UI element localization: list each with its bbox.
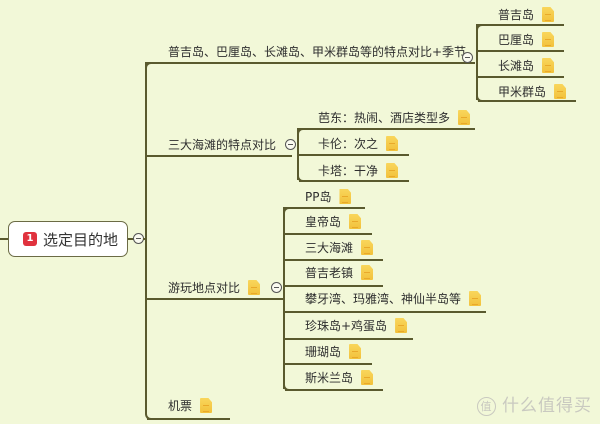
priority-1-icon: 1 <box>23 232 37 246</box>
note-icon[interactable] <box>542 7 555 22</box>
branch-3-child[interactable]: 三大海滩 <box>305 240 374 256</box>
note-icon[interactable] <box>339 189 352 204</box>
branch-3-child[interactable]: 斯米兰岛 <box>305 370 374 386</box>
note-icon[interactable] <box>361 370 374 385</box>
branch-2-label[interactable]: 三大海滩的特点对比 <box>168 138 277 152</box>
watermark: 值什么值得买 <box>477 391 592 416</box>
branch-1-collapse-toggle-icon[interactable] <box>462 52 473 63</box>
branch-3-child[interactable]: 普吉老镇 <box>305 265 374 281</box>
branch-3-underline <box>145 298 283 300</box>
branch-3-children-trunk <box>283 207 285 389</box>
branch-3-label[interactable]: 游玩地点对比 <box>168 280 261 296</box>
branch-2-child[interactable]: 芭东：热闹、酒店类型多 <box>318 110 471 126</box>
note-icon[interactable] <box>361 265 374 280</box>
root-left-connector <box>0 238 8 240</box>
root-node[interactable]: 1 选定目的地 <box>8 221 128 257</box>
branch-3-child[interactable]: 皇帝岛 <box>305 214 362 230</box>
note-icon[interactable] <box>349 214 362 229</box>
branch-1-underline <box>145 62 475 64</box>
branch-3-child[interactable]: 珊瑚岛 <box>305 344 362 360</box>
branch-3-child[interactable]: PP岛 <box>305 189 352 205</box>
note-icon[interactable] <box>458 110 471 125</box>
note-icon[interactable] <box>542 58 555 73</box>
branch-2-child[interactable]: 卡伦：次之 <box>318 136 399 152</box>
root-label: 选定目的地 <box>43 230 119 249</box>
branch-2-underline <box>145 155 292 157</box>
branch-4-underline <box>147 418 230 420</box>
main-trunk <box>145 62 147 412</box>
note-icon[interactable] <box>469 291 482 306</box>
branch-1-children-trunk <box>476 24 478 100</box>
branch-1-child[interactable]: 长滩岛 <box>498 58 555 74</box>
branch-3-child[interactable]: 珍珠岛+鸡蛋岛 <box>305 318 408 334</box>
note-icon[interactable] <box>554 84 567 99</box>
note-icon[interactable] <box>386 163 399 178</box>
root-connector <box>128 238 134 240</box>
zhi-logo-icon: 值 <box>477 396 496 416</box>
branch-2-child[interactable]: 卡塔：干净 <box>318 163 399 179</box>
branch-2-collapse-toggle-icon[interactable] <box>285 139 296 150</box>
note-icon[interactable] <box>361 240 374 255</box>
branch-1-child[interactable]: 普吉岛 <box>498 7 555 23</box>
note-icon[interactable] <box>248 280 261 295</box>
branch-1-child[interactable]: 甲米群岛 <box>498 84 567 100</box>
note-icon[interactable] <box>349 344 362 359</box>
note-icon[interactable] <box>386 136 399 151</box>
branch-3-collapse-toggle-icon[interactable] <box>271 282 282 293</box>
note-icon[interactable] <box>200 398 213 413</box>
branch-1-child[interactable]: 巴厘岛 <box>498 32 555 48</box>
branch-4-label[interactable]: 机票 <box>168 398 213 414</box>
branch-1-label[interactable]: 普吉岛、巴厘岛、长滩岛、甲米群岛等的特点对比+季节 <box>168 45 467 59</box>
note-icon[interactable] <box>542 32 555 47</box>
note-icon[interactable] <box>395 318 408 333</box>
trunk-joint <box>143 238 147 240</box>
branch-3-child[interactable]: 攀牙湾、玛雅湾、神仙半岛等 <box>305 291 482 307</box>
